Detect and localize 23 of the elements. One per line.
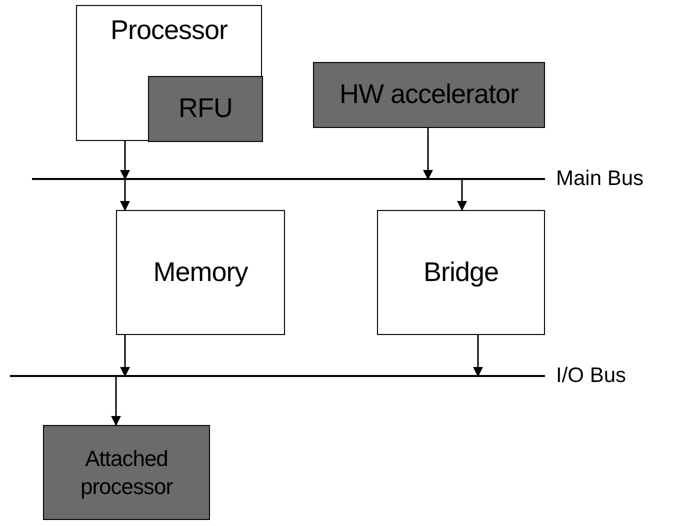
component-box: [76, 5, 262, 141]
arrow: [473, 335, 483, 377]
box-label: Attached processor: [79, 445, 174, 500]
bus-label: I/O Bus: [556, 364, 626, 388]
arrow: [120, 141, 130, 180]
bus-label: Main Bus: [556, 167, 644, 191]
sub-unit-box: [148, 76, 263, 142]
box-label: Memory: [153, 256, 248, 289]
box-label: RFU: [178, 92, 232, 126]
component-box: [313, 62, 545, 128]
box-label: HW accelerator: [339, 78, 519, 112]
arrow: [111, 376, 121, 426]
box-label: Processor: [110, 14, 228, 47]
arrow: [457, 179, 467, 211]
component-box: [43, 425, 210, 520]
box-label: Bridge: [423, 256, 499, 289]
arrow: [423, 128, 433, 180]
arrow: [120, 335, 130, 377]
arrow: [120, 179, 130, 211]
component-box: [116, 210, 285, 335]
bus-line: [32, 178, 545, 180]
bus-line: [10, 375, 545, 377]
component-box: [377, 210, 545, 335]
